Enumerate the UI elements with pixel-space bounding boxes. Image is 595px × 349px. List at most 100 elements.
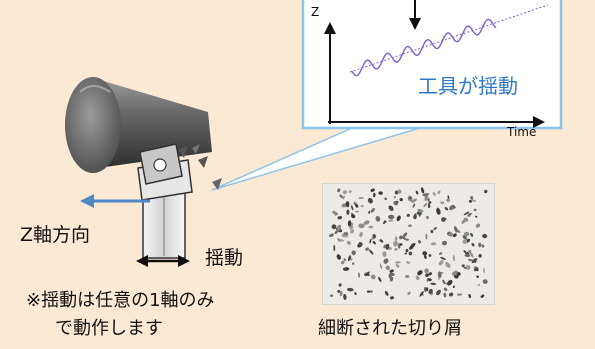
- metal-chip: [375, 216, 381, 222]
- metal-chip: [347, 220, 352, 227]
- metal-chip: [449, 204, 455, 211]
- trend-line: [349, 4, 549, 73]
- metal-chip: [342, 195, 345, 200]
- metal-chip: [437, 271, 442, 278]
- metal-chip: [399, 235, 403, 240]
- z-direction-arrowhead: [80, 194, 94, 208]
- insert-screw-icon: [153, 158, 167, 172]
- metal-chip: [365, 247, 370, 251]
- oscillation-wave: [351, 18, 497, 77]
- z-axis-label: Z: [311, 5, 320, 19]
- metal-chip: [453, 274, 459, 279]
- metal-chip: [482, 233, 488, 239]
- metal-chip: [446, 198, 450, 203]
- metal-chip: [370, 188, 375, 192]
- metal-chip: [439, 252, 443, 255]
- metal-chip: [436, 289, 441, 296]
- metal-chip: [481, 244, 485, 248]
- metal-chip: [407, 291, 411, 295]
- metal-chip: [441, 217, 446, 222]
- metal-chip: [478, 253, 482, 258]
- metal-chip: [405, 261, 411, 264]
- metal-chip: [417, 208, 424, 213]
- metal-chip: [343, 267, 350, 271]
- metal-chip: [385, 243, 390, 250]
- metal-chip: [428, 254, 432, 257]
- metal-chip: [476, 275, 479, 278]
- metal-chip: [379, 239, 384, 243]
- metal-chip: [339, 290, 343, 297]
- metal-chip: [417, 270, 423, 276]
- metal-chip: [482, 279, 488, 284]
- chips-caption: 細断された切り屑: [318, 318, 462, 339]
- metal-chip: [351, 262, 355, 265]
- metal-chip: [456, 293, 463, 296]
- metal-chip: [351, 205, 354, 211]
- metal-chip: [430, 242, 437, 246]
- metal-chip: [337, 188, 341, 193]
- metal-chip: [333, 244, 336, 252]
- metal-chip: [385, 265, 391, 271]
- metal-chip: [378, 191, 383, 195]
- metal-chip: [430, 229, 434, 234]
- metal-chip: [469, 252, 474, 258]
- metal-chip: [372, 240, 376, 245]
- oscillation-label: 揺動: [205, 247, 244, 269]
- metal-chip: [372, 234, 376, 239]
- metal-chip: [428, 201, 432, 204]
- metal-chip: [336, 224, 342, 232]
- metal-chip: [445, 282, 448, 285]
- metal-chip: [411, 198, 417, 203]
- metal-chip: [406, 213, 410, 217]
- z-direction-label: Z軸方向: [20, 224, 91, 246]
- metal-chip: [350, 229, 355, 234]
- metal-chip: [338, 283, 342, 287]
- metal-chip: [349, 226, 354, 230]
- metal-chip: [418, 213, 421, 217]
- metal-chip: [373, 192, 376, 198]
- metal-chip: [339, 239, 345, 242]
- metal-chip: [388, 214, 395, 220]
- metal-chip: [424, 197, 429, 201]
- metal-chip: [370, 207, 375, 213]
- metal-chip: [424, 195, 429, 199]
- time-axis-arrowhead: [533, 116, 545, 128]
- metal-chip: [395, 263, 400, 268]
- metal-chip: [416, 275, 419, 279]
- metal-chip: [393, 195, 397, 199]
- metal-chip: [452, 271, 456, 276]
- metal-chip: [461, 218, 467, 224]
- metal-chip: [425, 273, 429, 278]
- metal-chip: [453, 226, 458, 233]
- spindle-face: [65, 77, 121, 173]
- metal-chip: [405, 248, 409, 253]
- metal-chip: [412, 203, 416, 208]
- metal-chip: [363, 220, 370, 225]
- metal-chip: [343, 232, 348, 235]
- note-line-2: で動作します: [55, 318, 163, 339]
- metal-chip: [343, 293, 347, 301]
- metal-chip: [452, 285, 456, 289]
- metal-chip: [367, 197, 373, 204]
- metal-chip: [370, 274, 376, 280]
- metal-chip: [440, 201, 445, 205]
- metal-chip: [428, 272, 433, 276]
- metal-chip: [478, 242, 482, 248]
- metal-chip: [347, 255, 351, 262]
- metal-chip: [408, 224, 412, 228]
- metal-chip: [388, 205, 394, 211]
- callout-beam: [211, 127, 421, 191]
- metal-chip: [468, 249, 472, 253]
- chip-fragment: [212, 178, 222, 190]
- metal-chip: [379, 263, 383, 269]
- metal-chip: [426, 279, 430, 282]
- metal-chip: [359, 231, 363, 238]
- metal-chip: [384, 290, 389, 296]
- metal-chip: [408, 251, 413, 256]
- metal-chip: [424, 254, 427, 259]
- metal-chip: [417, 240, 422, 244]
- metal-chip: [484, 189, 488, 194]
- metal-chip: [443, 292, 447, 298]
- metal-chip: [468, 293, 472, 299]
